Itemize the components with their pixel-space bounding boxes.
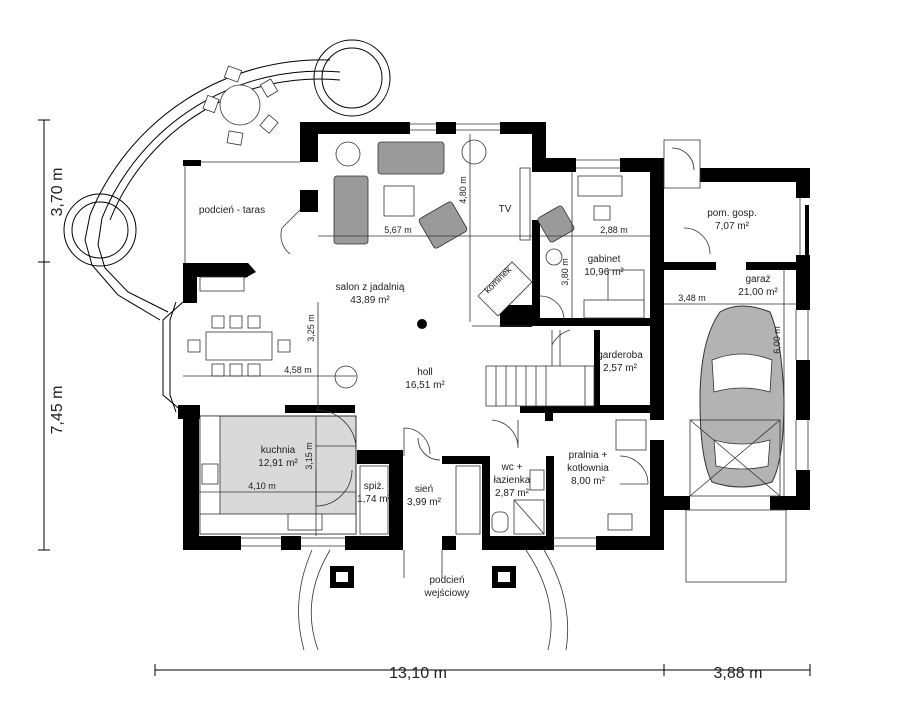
garage-apron	[685, 419, 787, 583]
room-area-garderoba: 2,57 m²	[603, 363, 638, 374]
terrace-table	[202, 65, 279, 146]
terrace-outline	[63, 39, 391, 321]
dim-garaz-depth: 6,00 m	[772, 326, 782, 354]
room-name-pom-gosp: pom. gosp.	[707, 208, 756, 219]
windows	[241, 123, 809, 547]
dining-table	[187, 276, 291, 377]
room-area-kuchnia: 12,91 m²	[258, 458, 298, 469]
room-name-kuchnia: kuchnia	[261, 445, 296, 456]
plant-icon	[334, 139, 566, 389]
tv-label: TV	[499, 204, 512, 215]
room-labels: podcień - taras salon z jadalnią 43,89 m…	[199, 204, 778, 599]
exterior-walls	[162, 122, 810, 550]
dim-salon-depth: 4,80 m	[458, 176, 468, 204]
fireplace	[472, 261, 533, 327]
room-name-wc-2: łazienka	[494, 475, 531, 486]
room-name-garaz: garaż	[745, 274, 770, 285]
room-name-taras: podcień - taras	[199, 205, 265, 216]
kitchen	[199, 415, 389, 535]
room-name-spiz: spiż.	[364, 481, 385, 492]
dim-overall-bottom-garage: 3,88 m	[714, 665, 763, 682]
dim-overall-left-top: 3,70 m	[49, 168, 66, 217]
room-area-garaz: 21,00 m²	[738, 287, 778, 298]
room-name-podcien-wejsciowy-2: wejściowy	[423, 588, 469, 599]
room-name-holl: holl	[417, 367, 433, 378]
room-name-podcien-wejsciowy-1: podcień	[429, 575, 464, 586]
room-area-sien: 3,99 m²	[407, 497, 442, 508]
dim-overall-left-bottom: 7,45 m	[49, 386, 66, 435]
sien-closet	[455, 465, 481, 535]
room-name-pralnia-2: kotłownia	[567, 463, 609, 474]
room-area-wc: 2,87 m²	[495, 488, 530, 499]
entrance-porch	[298, 549, 569, 651]
dim-gabinet-depth: 3,80 m	[560, 258, 570, 286]
dim-gabinet-width: 2,88 m	[600, 225, 628, 235]
dim-salon-width: 5,67 m	[384, 225, 412, 235]
overall-dimensions	[38, 119, 811, 676]
staircase	[485, 329, 595, 407]
dim-jadalnia-depth: 3,25 m	[306, 314, 316, 342]
room-name-wc-1: wc +	[501, 462, 523, 473]
room-area-gabinet: 10,96 m²	[584, 267, 624, 278]
dimension-labels: 5,67 m 4,80 m 2,88 m 3,80 m 3,48 m 6,00 …	[49, 168, 782, 682]
room-name-salon: salon z jadalnią	[336, 282, 405, 293]
dim-kuchnia-width: 4,10 m	[248, 481, 276, 491]
gabinet-furniture	[537, 175, 645, 319]
room-name-pralnia-1: pralnia +	[569, 450, 608, 461]
dim-garaz-width: 3,48 m	[678, 293, 706, 303]
room-area-salon: 43,89 m²	[350, 295, 390, 306]
room-name-garderoba: garderoba	[597, 350, 643, 361]
bathroom-fixtures	[491, 419, 647, 535]
dim-jadalnia-width: 4,58 m	[284, 365, 312, 375]
room-area-pom-gosp: 7,07 m²	[715, 221, 750, 232]
dim-overall-bottom-main: 13,10 m	[389, 665, 447, 682]
dimension-lines	[183, 134, 796, 536]
dim-kuchnia-depth: 3,15 m	[304, 442, 314, 470]
room-name-gabinet: gabinet	[588, 254, 621, 265]
room-area-spiz: 1,74 m²	[357, 494, 392, 505]
room-area-pralnia: 8,00 m²	[571, 476, 606, 487]
salon-furniture: ✱	[333, 141, 531, 249]
doors	[280, 139, 711, 507]
room-name-sien: sień	[415, 484, 433, 495]
room-area-holl: 16,51 m²	[405, 380, 445, 391]
car-icon	[699, 305, 785, 488]
